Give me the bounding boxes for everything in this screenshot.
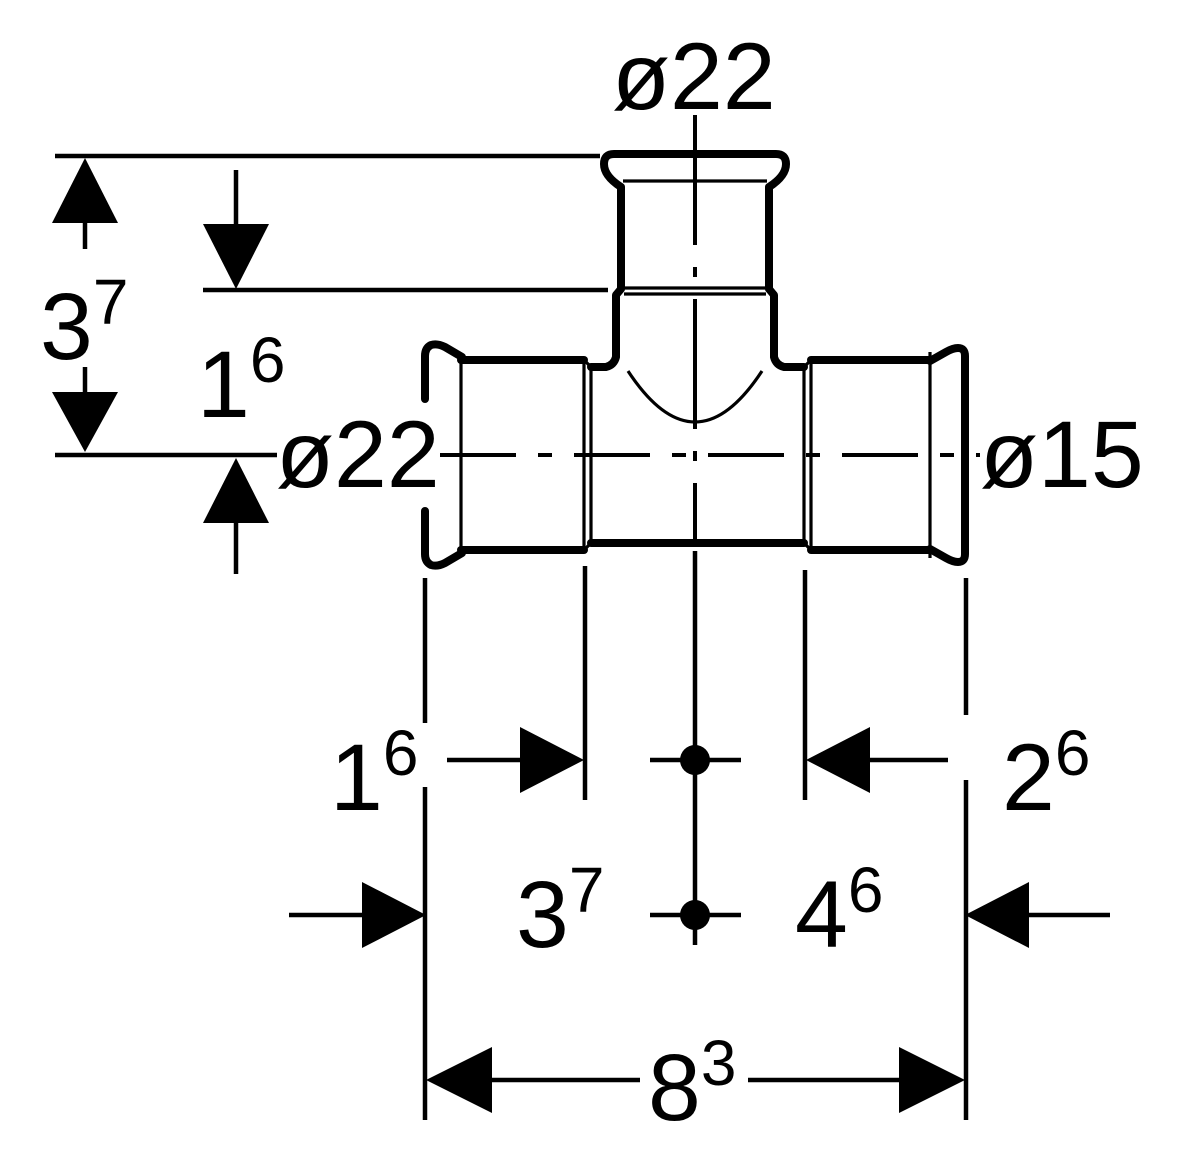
dim-superscript: 6 (249, 324, 286, 396)
dim-branch-socket-to-run-axis: 16 (197, 328, 285, 433)
dim-value: 1 (197, 332, 250, 438)
label-run-right-diameter: ø15 (980, 402, 1144, 508)
arrow-up-branch-end (52, 158, 118, 223)
arrow-right-overall (899, 1047, 965, 1113)
fitting-outline (421, 150, 969, 570)
arrow-down-run-axis (52, 392, 118, 452)
label-run-left-diameter: ø22 (276, 402, 440, 508)
dim-superscript: 3 (700, 1027, 737, 1099)
dim-axis-to-right-end: 46 (795, 858, 883, 963)
dim-superscript: 6 (847, 854, 884, 926)
dim-value: 1 (330, 725, 383, 831)
dim-value: 3 (40, 274, 93, 380)
dim-left-socket-depth: 16 (330, 721, 418, 826)
dim-value: 4 (795, 862, 848, 968)
dimension-lines (82, 170, 1110, 1083)
dim-right-socket-depth: 26 (1002, 721, 1090, 826)
dim-value: 8 (648, 1035, 701, 1141)
fitting-detail-lines (459, 179, 932, 558)
arrow-right-left-socket (520, 727, 584, 793)
junction-bore-arc (626, 370, 764, 424)
dim-value: 2 (1002, 725, 1055, 831)
reference-lines (55, 153, 969, 1120)
arrow-left-right-end (965, 882, 1029, 948)
label-branch-diameter: ø22 (612, 24, 776, 130)
dim-overall-length: 83 (648, 1031, 736, 1136)
arrow-up-run-axis (203, 458, 269, 523)
dim-branch-end-to-run-axis: 37 (40, 270, 128, 375)
origin-dot-row1 (680, 745, 710, 775)
arrow-left-overall (426, 1047, 492, 1113)
dim-superscript: 6 (382, 717, 419, 789)
dim-superscript: 7 (92, 266, 129, 338)
arrow-right-left-end (362, 882, 426, 948)
arrow-left-right-socket (806, 727, 870, 793)
dim-axis-to-left-end: 37 (516, 858, 604, 963)
arrow-down-branch-socket (203, 224, 269, 289)
dim-value: 3 (516, 862, 569, 968)
dim-superscript: 6 (1054, 717, 1091, 789)
dim-superscript: 7 (568, 854, 605, 926)
dimension-arrowheads (52, 158, 1029, 1113)
origin-dot-row2 (680, 900, 710, 930)
